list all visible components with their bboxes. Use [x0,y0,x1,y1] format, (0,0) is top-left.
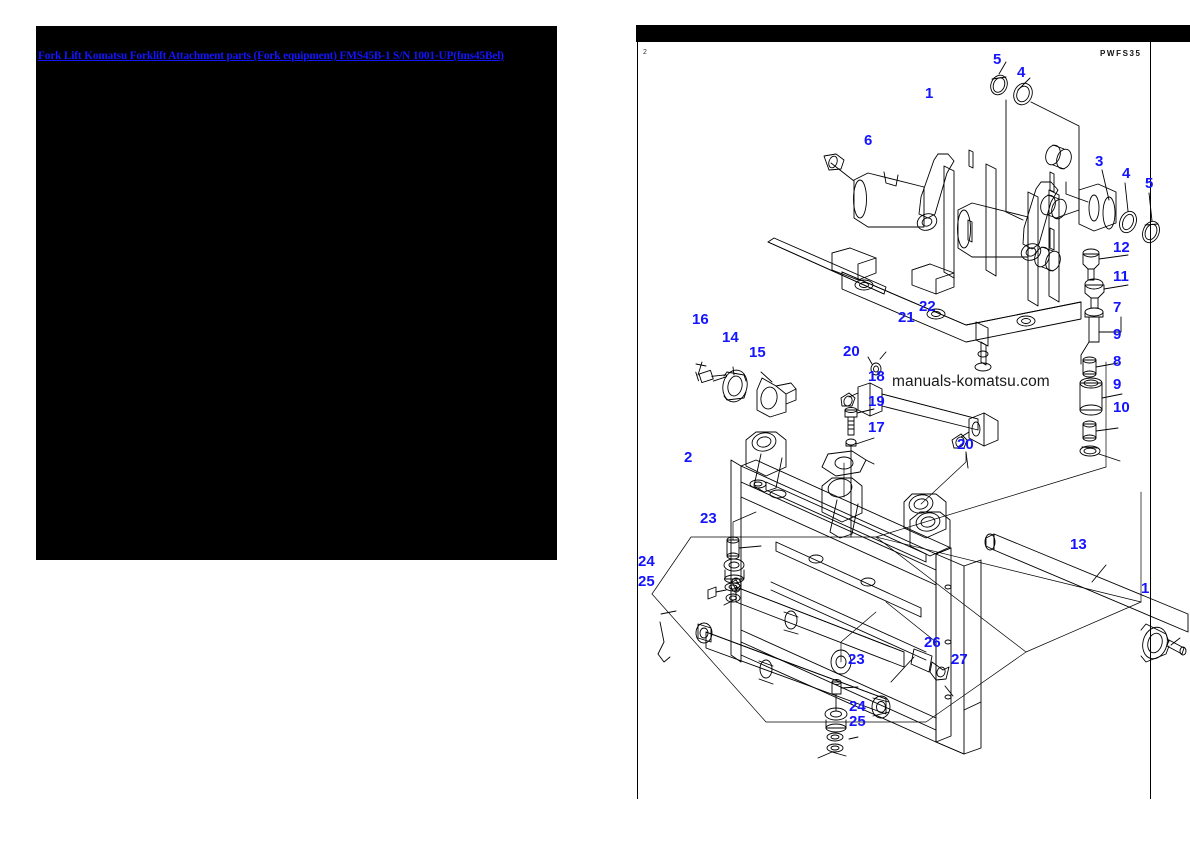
part-callout-11: 11 [1113,268,1129,285]
part-callout-17: 17 [868,419,885,436]
page-border-left [637,42,638,799]
page-number-label: 2 [643,49,647,56]
part-callout-23: 23 [700,510,717,527]
part-callout-9: 9 [1113,376,1122,393]
document-title-link[interactable]: Fork Lift Komatsu Forklift Attachment pa… [38,50,504,62]
page-header-clipped-text [928,36,954,41]
part-callout-20: 20 [843,343,860,360]
part-callout-15: 15 [749,344,766,361]
part-callout-26: 26 [924,634,941,651]
part-callout-14: 14 [722,329,739,346]
part-callout-22: 22 [919,298,936,315]
exploded-parts-drawing [651,61,1189,759]
part-callout-2: 2 [684,449,693,466]
part-callout-25: 25 [638,573,655,590]
part-callout-4: 4 [1017,64,1026,81]
part-callout-6: 6 [864,132,873,149]
part-callout-5: 5 [1145,175,1154,192]
part-callout-25: 25 [849,713,866,730]
part-callout-24: 24 [638,553,655,570]
part-callout-10: 10 [1113,399,1130,416]
thumbnail-panel: Fork Lift Komatsu Forklift Attachment pa… [36,26,557,560]
part-callout-1: 1 [1141,580,1150,597]
part-callout-9: 9 [1113,326,1122,343]
diagram-thumbnail-image [36,26,557,560]
part-callout-12: 12 [1113,239,1130,256]
part-callout-4: 4 [1122,165,1131,182]
page-border-right [1150,42,1151,799]
page-header-bar [636,25,1190,42]
page-code-label: PWFS35 [1100,49,1142,58]
part-callout-27: 27 [951,651,968,668]
part-callout-13: 13 [1070,536,1087,553]
watermark-text: manuals-komatsu.com [892,373,1050,390]
part-callout-20: 20 [957,436,974,453]
part-callout-1: 1 [925,85,934,102]
part-callout-23: 23 [848,651,865,668]
part-callout-7: 7 [1113,299,1122,316]
part-callout-8: 8 [1113,353,1122,370]
part-callout-21: 21 [898,309,915,326]
part-callout-3: 3 [1095,153,1104,170]
part-callout-16: 16 [692,311,709,328]
parts-diagram-page: 2 PWFS35 [636,25,1190,815]
part-callout-5: 5 [993,51,1002,68]
part-callout-18: 18 [868,368,885,385]
part-callout-24: 24 [849,698,866,715]
part-callout-19: 19 [868,393,885,410]
